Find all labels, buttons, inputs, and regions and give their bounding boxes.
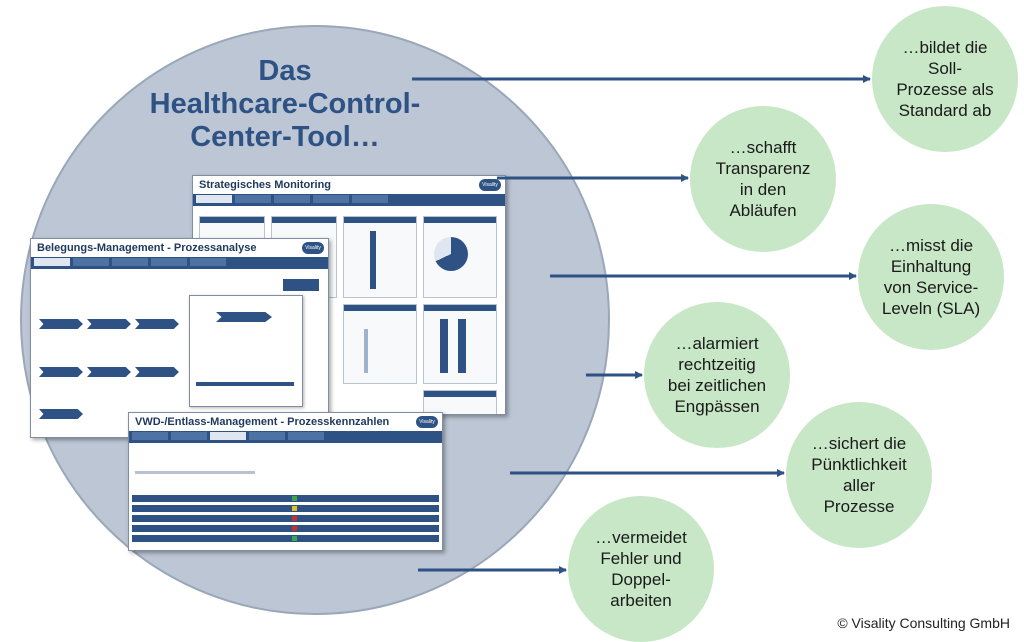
belegung-title: Belegungs-Management - Prozessanalyse xyxy=(37,242,257,254)
strategic-title: Strategisches Monitoring xyxy=(199,179,332,191)
bubble-transparenz: …schafft Transparenz in den Abläufen xyxy=(690,106,836,252)
belegung-tabbar xyxy=(31,257,328,269)
copyright-text: © Visality Consulting GmbH xyxy=(837,615,1010,631)
screenshot-belegung: Belegungs-Management - Prozessanalyse Vi… xyxy=(30,238,329,438)
title-line-3: Center-Tool… xyxy=(190,121,380,153)
bubble-engpaesse: …alarmiert rechtzeitig bei zeitlichen En… xyxy=(644,302,790,448)
title-line-1: Das xyxy=(258,55,312,87)
title-line-2: Healthcare-Control- xyxy=(149,88,421,120)
strategic-tabbar xyxy=(193,194,505,206)
bubble-fehler: …vermeidet Fehler und Doppel- arbeiten xyxy=(568,496,714,642)
bubble-puenktlichkeit: …sichert die Pünktlichkeit aller Prozess… xyxy=(786,402,932,548)
vwd-title: VWD-/Entlass-Management - Prozesskennzah… xyxy=(135,416,390,428)
logo-icon: Visality xyxy=(416,416,438,428)
main-title: Das Healthcare-Control- Center-Tool… xyxy=(120,55,450,154)
bubble-soll-prozesse: …bildet die Soll- Prozesse als Standard … xyxy=(872,6,1018,152)
bubble-service-level: …misst die Einhaltung von Service- Level… xyxy=(858,204,1004,350)
logo-icon: Visality xyxy=(479,179,501,191)
screenshot-vwd: VWD-/Entlass-Management - Prozesskennzah… xyxy=(128,412,443,551)
vwd-tabbar xyxy=(129,431,442,443)
logo-icon: Visality xyxy=(302,242,324,254)
